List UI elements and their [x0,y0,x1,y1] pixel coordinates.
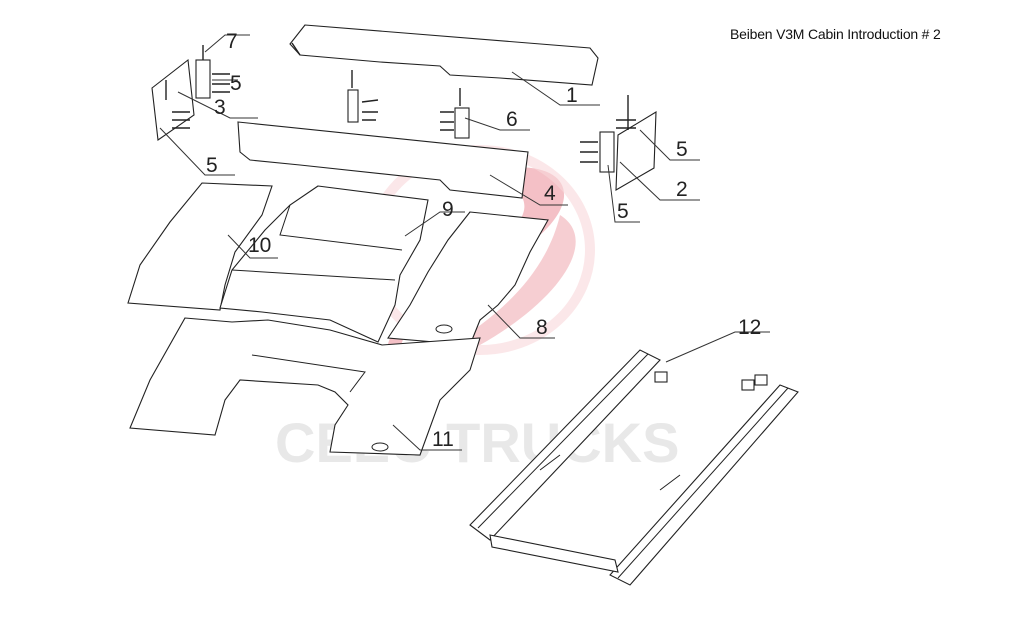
callout-labels: 1 2 3 4 5 5 5 5 6 7 8 9 10 11 12 [206,30,761,451]
page-title: Beiben V3M Cabin Introduction # 2 [730,26,941,42]
callout-5-left-lower: 5 [206,154,218,177]
part-8-right-floor-mat [387,211,549,346]
callout-3: 3 [214,96,226,119]
callout-12: 12 [738,316,761,339]
part-1-top-panel [289,24,599,86]
callout-5-left-upper: 5 [230,72,242,95]
callout-4: 4 [544,182,556,205]
part-9-center-tunnel [219,185,429,343]
callout-5-right-lower: 5 [617,200,629,223]
part-12-subframe [469,349,799,586]
part-4-back-panel [237,121,529,199]
callout-2: 2 [676,178,688,201]
callout-11: 11 [432,428,454,451]
callout-1: 1 [566,84,578,107]
callout-5-right-upper: 5 [676,138,688,161]
callout-6: 6 [506,108,518,131]
callout-8: 8 [536,316,548,339]
callout-7: 7 [226,30,238,53]
part-11-floor-pan [129,317,481,456]
callout-10: 10 [248,234,271,257]
callout-9: 9 [442,198,454,221]
part-10-left-floor-mat [127,182,273,311]
part-6-brackets [347,70,470,139]
left-hinge-assembly [151,45,230,141]
callout-leaders [159,34,770,451]
right-hinge-assembly [580,95,657,191]
